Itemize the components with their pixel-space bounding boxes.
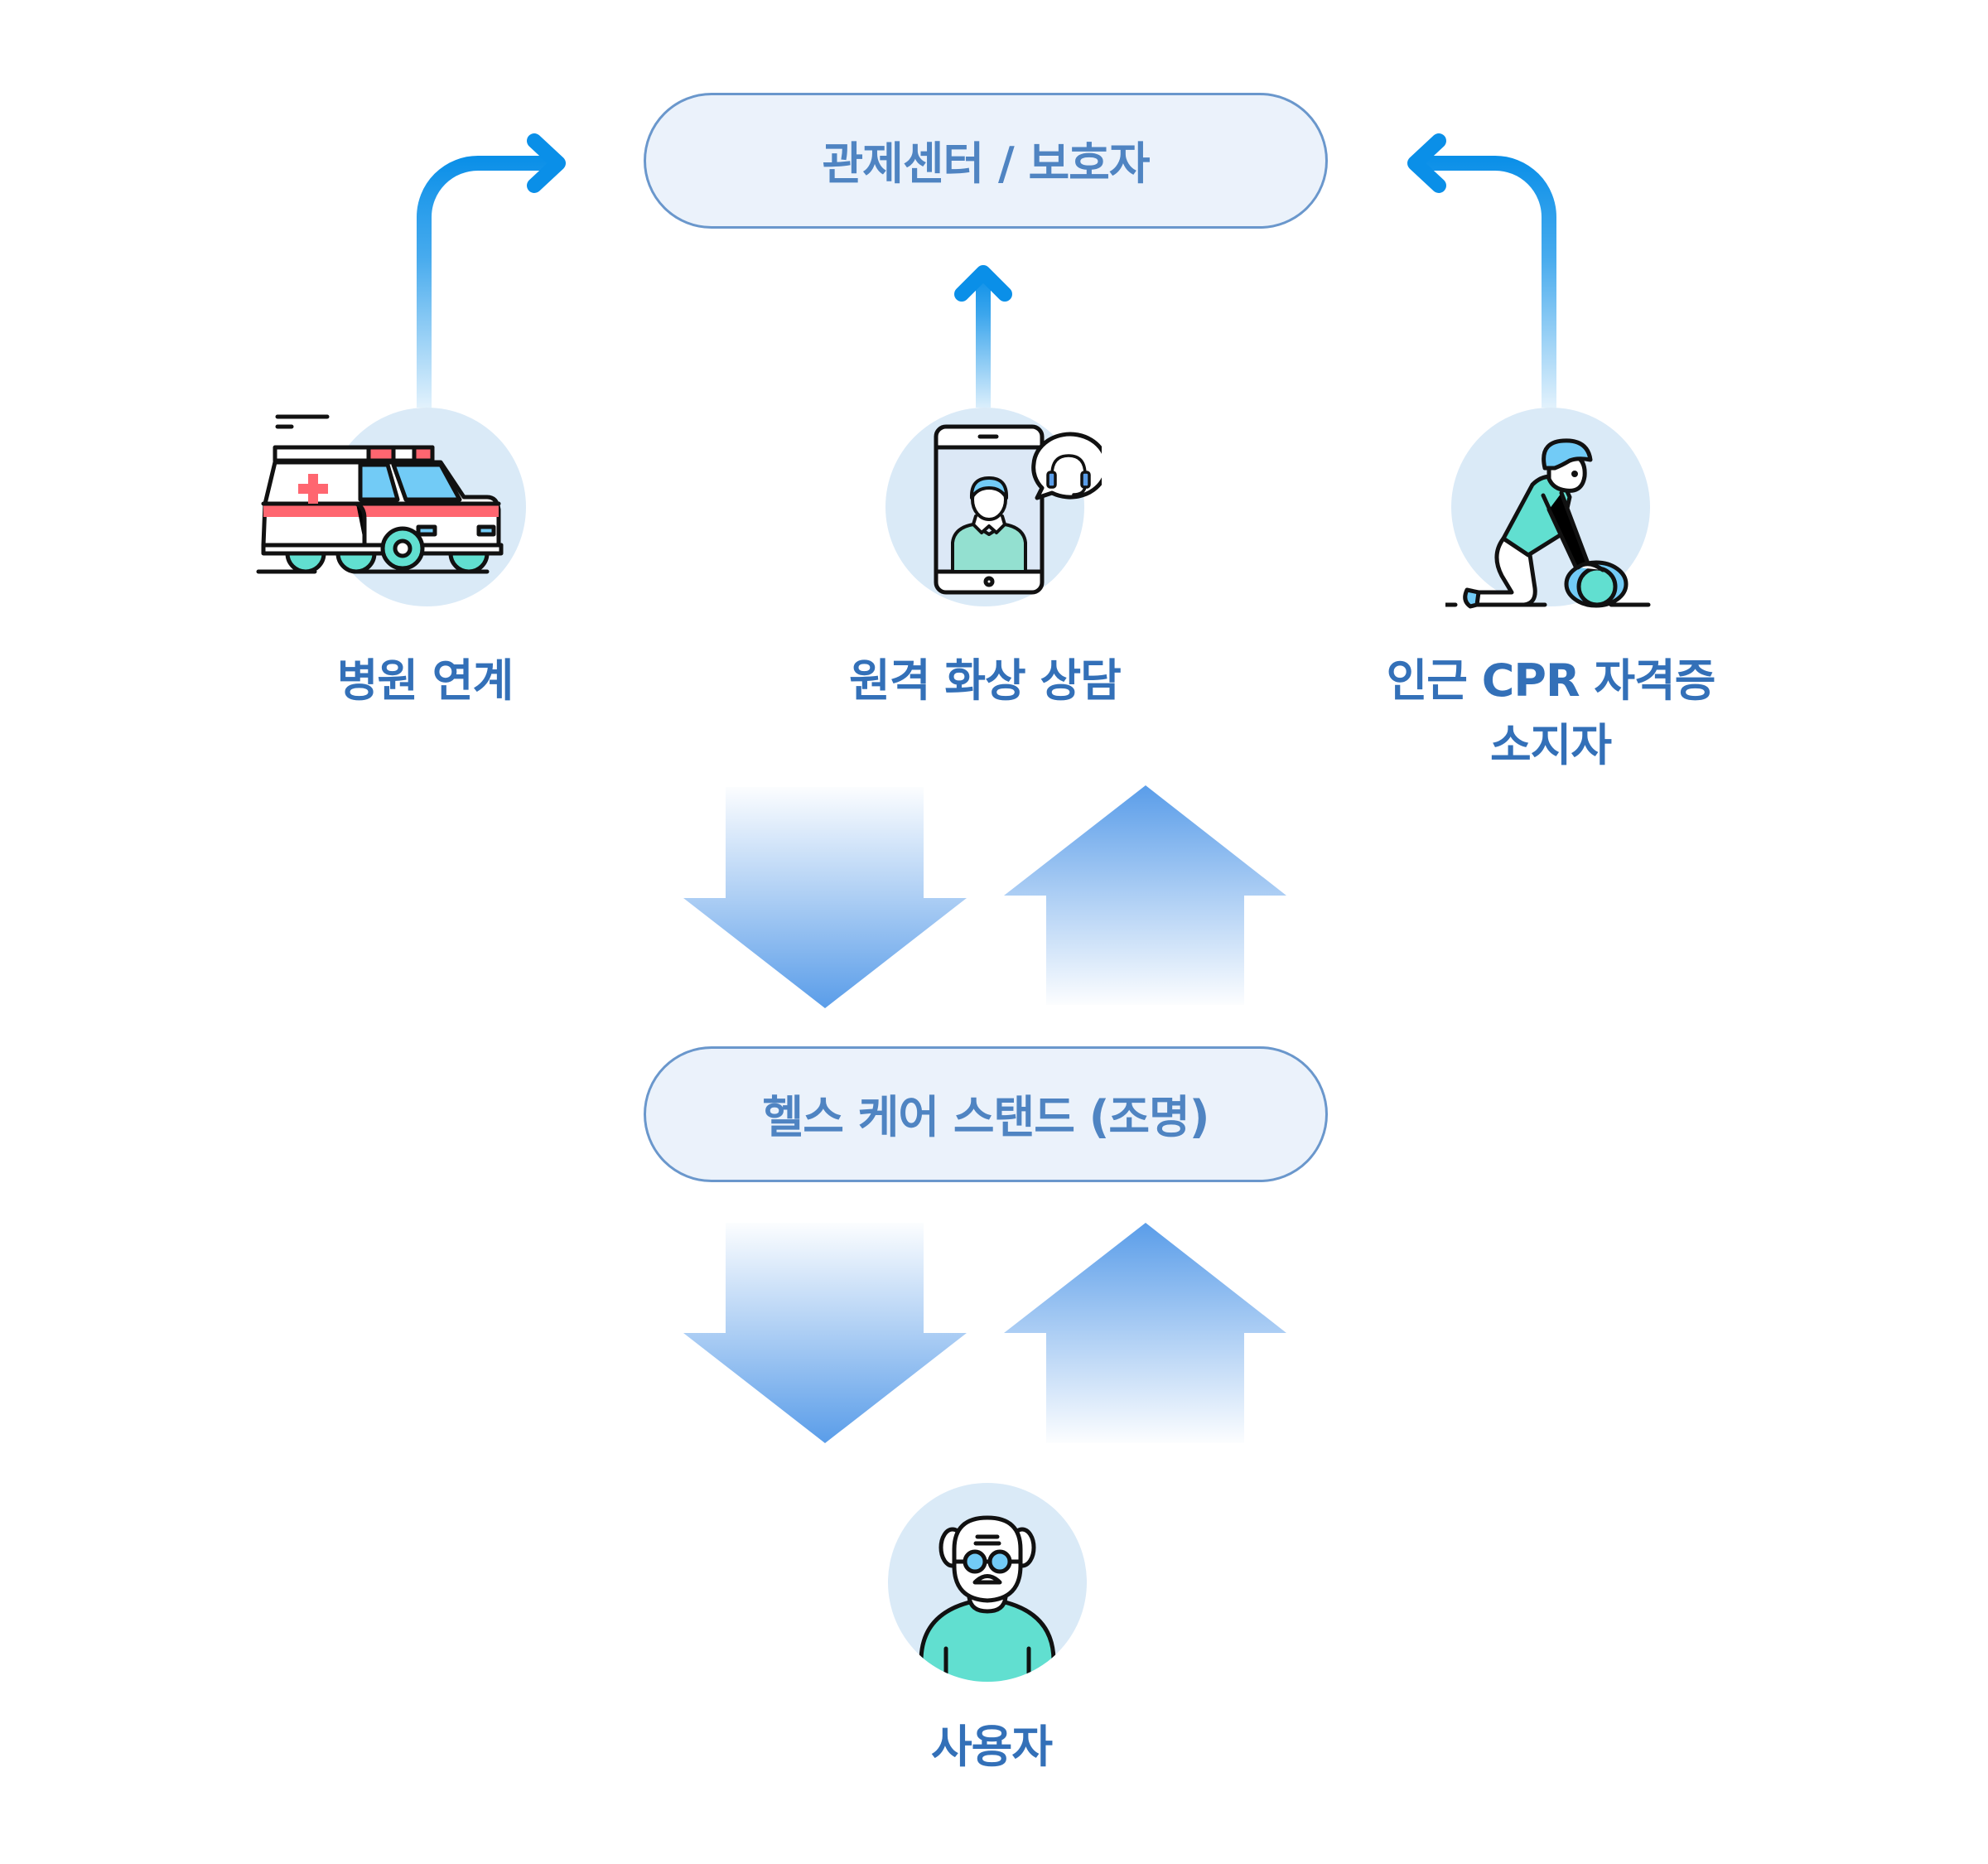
user-to-stand-arrow bbox=[1004, 1223, 1286, 1443]
hospital-link-label: 병원 연계 bbox=[210, 649, 640, 713]
center-to-stand-arrow bbox=[683, 787, 967, 1008]
cpr-holder-label: 인근 CPR 자격증 소지자 bbox=[1335, 649, 1766, 778]
user-label-text: 사용자 bbox=[930, 1721, 1053, 1773]
hospital-to-center-arrow bbox=[417, 133, 566, 408]
stand-to-center-arrow bbox=[1004, 785, 1286, 1005]
healthcare-stand-label: 헬스 케어 스탠드 (조명) bbox=[762, 1090, 1210, 1143]
control-center-node: 관제센터 / 보호자 bbox=[644, 93, 1328, 229]
healthcare-stand-node: 헬스 케어 스탠드 (조명) bbox=[644, 1046, 1328, 1182]
control-center-label: 관제센터 / 보호자 bbox=[822, 137, 1150, 190]
video-to-center-arrow bbox=[954, 265, 1012, 408]
user-label: 사용자 bbox=[776, 1715, 1207, 1779]
hospital-link-text: 병원 연계 bbox=[336, 654, 514, 707]
user-circle bbox=[888, 1483, 1087, 1682]
cpr-responder-icon bbox=[1445, 438, 1651, 609]
video-consult-label: 원격 화상 상담 bbox=[770, 649, 1200, 713]
video-consultation-icon bbox=[934, 424, 1102, 595]
elderly-user-icon bbox=[919, 1515, 1056, 1682]
stand-to-user-arrow bbox=[683, 1223, 967, 1443]
cpr-holder-line2: 소지자 bbox=[1489, 719, 1612, 771]
video-consult-text: 원격 화상 상담 bbox=[849, 654, 1122, 707]
cpr-holder-line1: 인근 CPR 자격증 bbox=[1386, 654, 1716, 707]
ambulance-icon bbox=[256, 414, 504, 574]
cpr-to-center-arrow bbox=[1407, 133, 1556, 408]
